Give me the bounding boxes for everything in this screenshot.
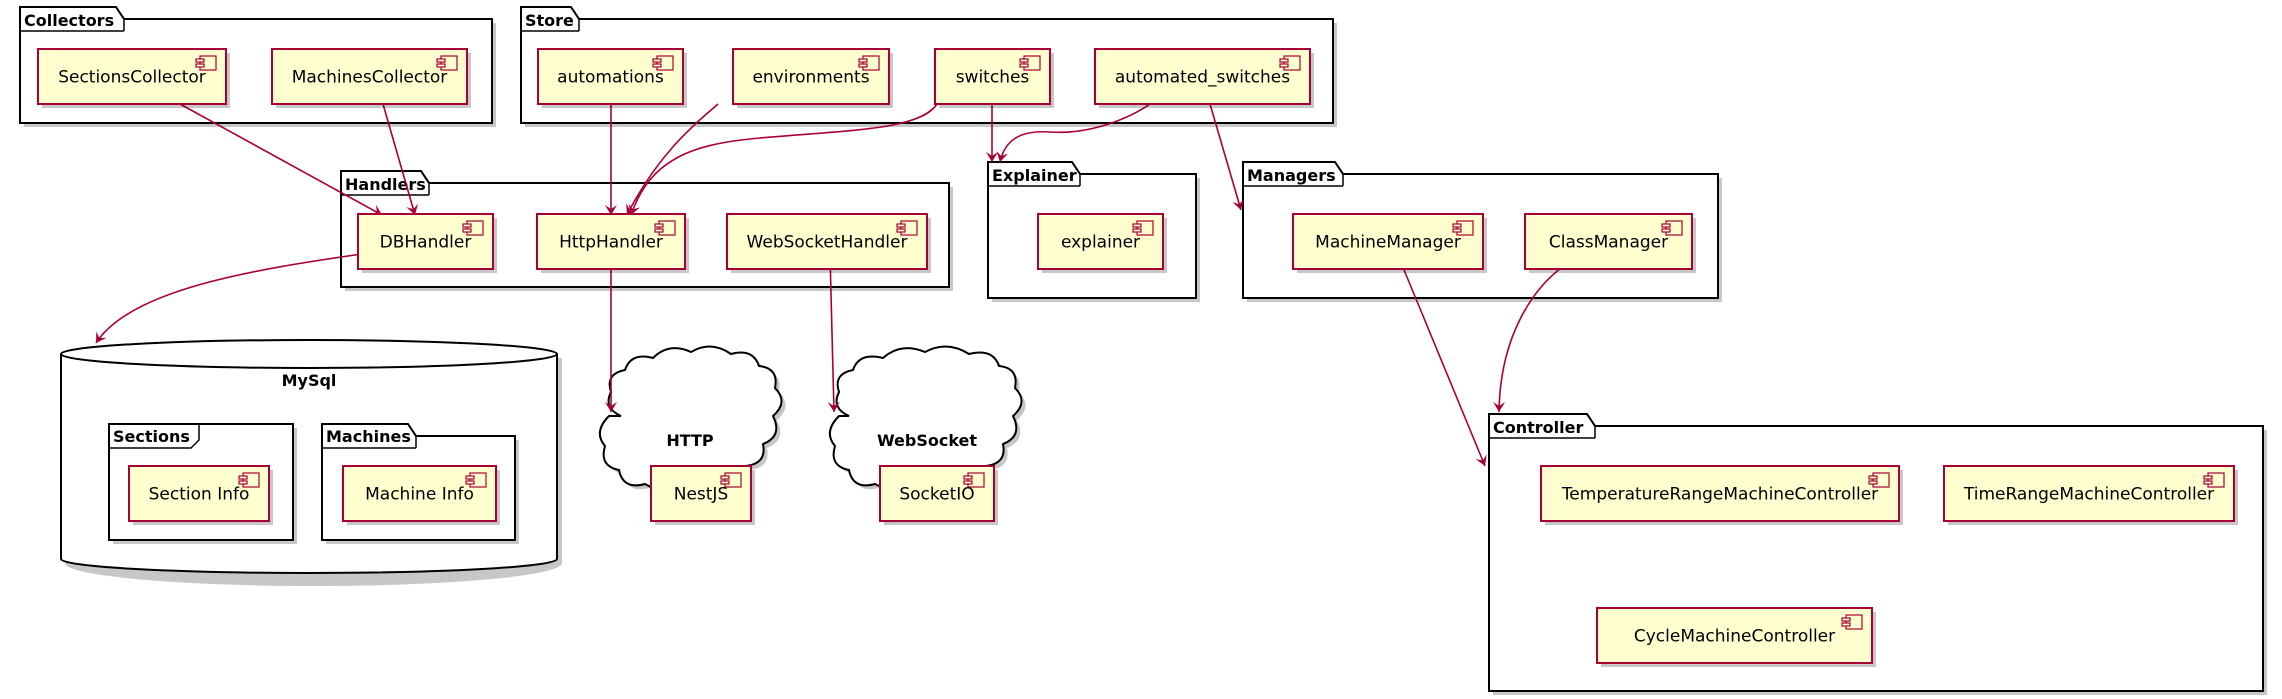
component-icon (1019, 55, 1041, 71)
component-icon (654, 220, 676, 236)
component-icon (1452, 220, 1474, 236)
component-label: CycleMachineController (1634, 627, 1835, 647)
component-label: automated_switches (1115, 68, 1290, 88)
component-label: ClassManager (1549, 233, 1668, 253)
component-icon (720, 472, 742, 488)
component-machine-manager: MachineManager (1292, 213, 1487, 273)
package-collectors-title: Collectors (24, 11, 114, 30)
arrows (95, 103, 1566, 467)
package-store-title: Store (525, 11, 574, 30)
component-class-manager: ClassManager (1524, 213, 1696, 273)
component-label: switches (956, 68, 1030, 88)
component-label: NestJS (674, 485, 729, 505)
components: SectionsCollector MachinesCollector automa… (37, 48, 2238, 667)
arrow-environments-httphandler (626, 103, 719, 216)
component-icon (1868, 472, 1890, 488)
component-websocket-handler: WebSocketHandler (726, 213, 931, 273)
component-socketio: SocketIO (879, 465, 998, 525)
package-controller-title: Controller (1493, 418, 1583, 437)
component-db-handler: DBHandler (357, 213, 497, 273)
arrow-automatedswitches-explainer (996, 103, 1151, 163)
component-label: TemperatureRangeMachineController (1561, 485, 1878, 505)
component-label: WebSocketHandler (747, 233, 908, 253)
component-icon (1279, 55, 1301, 71)
component-label: Section Info (149, 485, 250, 505)
component-icon (195, 55, 217, 71)
component-machines-collector: MachinesCollector (271, 48, 471, 108)
cloud-websocket: WebSocket (828, 345, 1026, 494)
component-label: Machine Info (365, 485, 474, 505)
component-environments: environments (732, 48, 893, 108)
component-label: HttpHandler (559, 233, 663, 253)
component-explainer: explainer (1037, 213, 1167, 273)
arrow-switches-httphandler (628, 103, 938, 216)
package-managers-title: Managers (1247, 166, 1336, 185)
component-icon (896, 220, 918, 236)
package-machines-title: Machines (326, 427, 411, 446)
arrow-sectionscollector-dbhandler (179, 103, 383, 216)
component-time-range-controller: TimeRangeMachineController (1943, 465, 2238, 525)
component-label: DBHandler (380, 233, 472, 253)
arrow-dbhandler-mysql (95, 253, 363, 344)
component-icon (2203, 472, 2225, 488)
component-sections-collector: SectionsCollector (37, 48, 230, 108)
arrow-classmanager-controller (1493, 264, 1566, 413)
component-icon (1661, 220, 1683, 236)
component-icon (465, 472, 487, 488)
frame-sections-title: Sections (113, 427, 190, 446)
component-label: environments (752, 68, 869, 88)
component-icon (436, 55, 458, 71)
package-explainer-title: Explainer (992, 166, 1077, 185)
component-machine-info: Machine Info (342, 465, 500, 525)
arrow-machinescollector-dbhandler (382, 103, 418, 216)
arrow-machinemanager-controller (1401, 264, 1487, 467)
cloud-http: HTTP (598, 345, 786, 494)
component-automations: automations (537, 48, 687, 108)
component-icon (858, 55, 880, 71)
component-nestjs: NestJS (650, 465, 755, 525)
database-title: MySql (282, 371, 337, 390)
component-temperature-range-controller: TemperatureRangeMachineController (1540, 465, 1903, 525)
arrow-websockethandler-websocket (827, 253, 840, 413)
component-icon (963, 472, 985, 488)
component-label: SectionsCollector (58, 68, 206, 88)
arrow-automatedswitches-managers (1209, 103, 1244, 211)
cloud-websocket-title: WebSocket (877, 431, 977, 450)
cloud-http-title: HTTP (666, 431, 714, 450)
component-icon (238, 472, 260, 488)
component-label: MachineManager (1315, 233, 1461, 253)
package-handlers-title: Handlers (345, 175, 426, 194)
component-label: SocketIO (899, 485, 974, 505)
component-icon (652, 55, 674, 71)
component-cycle-controller: CycleMachineController (1596, 607, 1876, 667)
component-label: explainer (1061, 233, 1140, 253)
component-http-handler: HttpHandler (536, 213, 689, 273)
component-icon (1132, 220, 1154, 236)
component-icon (1841, 614, 1863, 630)
component-section-info: Section Info (128, 465, 273, 525)
component-automated-switches: automated_switches (1094, 48, 1314, 108)
component-icon (462, 220, 484, 236)
database-mysql: MySql Sections Machines (60, 339, 562, 587)
component-label: MachinesCollector (292, 68, 448, 88)
component-switches: switches (934, 48, 1054, 108)
component-label: automations (557, 68, 664, 88)
component-label: TimeRangeMachineController (1963, 485, 2214, 505)
